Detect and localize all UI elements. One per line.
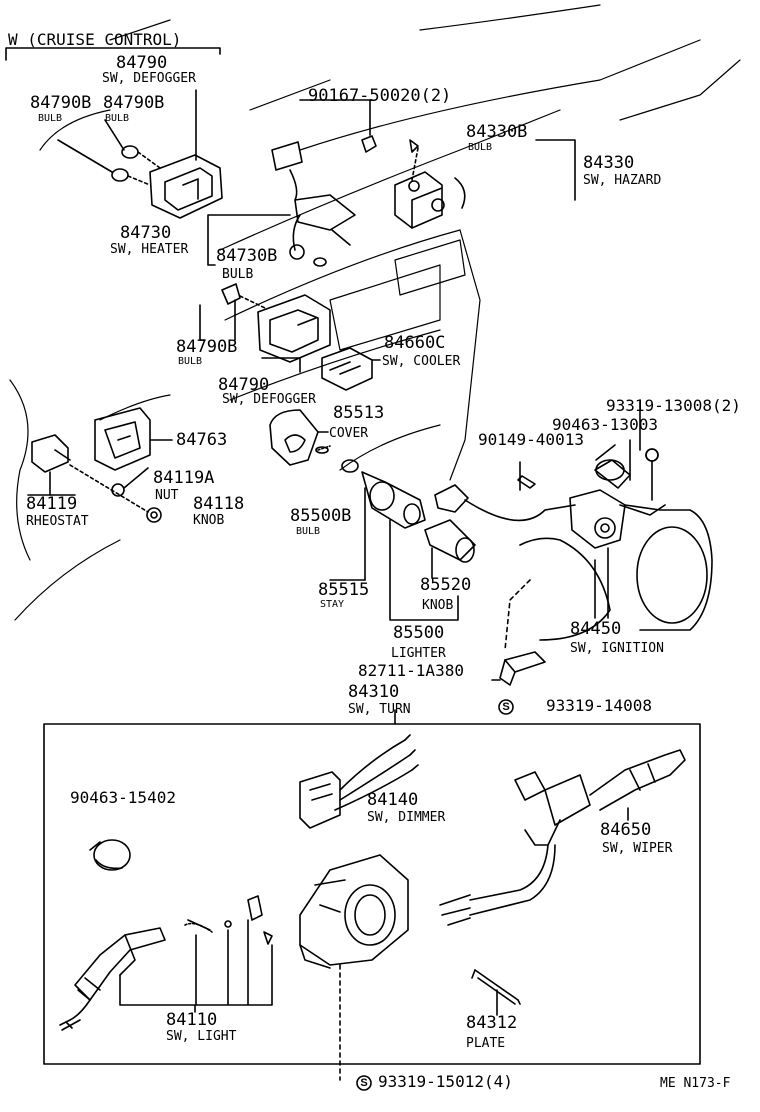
s-glyph: S [360, 1077, 367, 1089]
part-number: 93319-15012(4) [378, 1072, 513, 1091]
part-number: 82711-1A380 [358, 661, 464, 680]
part-description: SW, DEFOGGER [102, 71, 196, 86]
part-number: 84110 [166, 1010, 218, 1030]
part-description: PLATE [466, 1036, 506, 1051]
part-number: 84330 [583, 153, 635, 173]
part-description: BULB [296, 526, 321, 537]
part-description: SW, LIGHT [166, 1029, 237, 1044]
part-description: SW, DEFOGGER [222, 392, 316, 407]
part-description: SW, HAZARD [583, 173, 662, 188]
defogger-switch-84790 [149, 89, 223, 219]
part-description: KNOB [422, 598, 454, 613]
screw-90149 [517, 461, 536, 491]
part-description: RHEOSTAT [26, 514, 89, 529]
bulb-84730b [313, 257, 327, 267]
part-number: 93319-13008(2) [606, 396, 741, 415]
part-description: KNOB [193, 513, 225, 528]
part-number: 85500 [393, 623, 445, 643]
part-number: 84790B [176, 337, 238, 357]
bulb-84790b-top [57, 119, 161, 186]
bracket-84763 [94, 407, 173, 471]
s-circle-93319-13008 [645, 448, 659, 462]
light-switch-84110 [59, 895, 273, 1031]
part-description: BULB [468, 142, 493, 153]
part-description: SW, IGNITION [570, 641, 664, 656]
s-glyph: S [502, 701, 509, 713]
part-number: 84790B [103, 93, 165, 113]
part-number: 84790 [218, 375, 270, 395]
heater-switch-84730 [207, 141, 356, 266]
knob-84118 [69, 464, 162, 523]
part-number: 85515 [318, 580, 370, 600]
part-number: 84730 [120, 223, 172, 243]
s-circle-93319-14008 [498, 699, 514, 715]
defogger-switch-84790-mid [257, 294, 331, 373]
knob-85520 [424, 519, 476, 579]
part-description: SW, WIPER [602, 841, 673, 856]
dimmer-switch-84140 [299, 734, 419, 829]
cover-85513 [269, 409, 329, 466]
dashboard-outline [9, 4, 741, 621]
part-number: 84730B [216, 246, 278, 266]
part-description: BULB [222, 267, 254, 282]
part-description: COVER [329, 426, 369, 441]
clip-90463-13003 [595, 444, 625, 481]
hazard-switch-84330 [394, 139, 576, 229]
wiper-switch-84650 [439, 749, 686, 926]
diagram-code: ME N173-F [660, 1076, 731, 1091]
part-number: 90149-40013 [478, 430, 584, 449]
part-description: BULB [105, 113, 130, 124]
bracket-82711 [491, 579, 546, 686]
part-number: 84450 [570, 619, 622, 639]
part-number: 84312 [466, 1013, 518, 1033]
part-number: 84118 [193, 494, 245, 514]
lighter-85500 [315, 445, 459, 621]
part-number: 84790B [30, 93, 92, 113]
part-description: NUT [155, 488, 179, 503]
combination-switch-center [299, 854, 409, 1081]
part-number: 90463-13003 [552, 415, 658, 434]
part-description: SW, TURN [348, 702, 411, 717]
part-description: STAY [320, 599, 345, 610]
part-number: 84140 [367, 790, 419, 810]
clip-90463-15402 [89, 839, 131, 871]
part-description: LIGHTER [391, 646, 446, 661]
cruise-control-bracket [5, 47, 221, 61]
part-number: 84119A [153, 468, 215, 488]
part-number: 90167-50020(2) [308, 86, 452, 106]
part-description: BULB [178, 356, 203, 367]
part-description: SW, COOLER [382, 354, 461, 369]
part-number: 90463-15402 [70, 788, 176, 807]
cooler-switch-84660c [321, 347, 381, 391]
rheostat-84119 [27, 434, 76, 496]
part-number: 85520 [420, 575, 472, 595]
part-number: 85500B [290, 506, 352, 526]
part-number: 84310 [348, 682, 400, 702]
turn-switch-84310-box [43, 709, 701, 1065]
part-description: BULB [38, 113, 63, 124]
part-number: 84119 [26, 494, 78, 514]
plate-84312 [471, 969, 521, 1016]
screw-90167 [299, 99, 377, 153]
part-number: 84790 [116, 53, 168, 73]
part-number: 84650 [600, 820, 652, 840]
part-number: 84660C [384, 333, 446, 353]
bulb-84790b-mid [199, 283, 266, 341]
part-description: SW, HEATER [110, 242, 189, 257]
nut-84119a [111, 467, 149, 497]
s-circle-93319-15012 [356, 1075, 372, 1091]
cruise-control-header: W (CRUISE CONTROL) [8, 30, 182, 49]
part-number: 93319-14008 [546, 696, 652, 715]
part-number: 84330B [466, 122, 528, 142]
part-number: 85513 [333, 403, 385, 423]
part-description: SW, DIMMER [367, 810, 446, 825]
ignition-switch-84450 [434, 399, 713, 641]
part-number: 84763 [176, 430, 228, 450]
